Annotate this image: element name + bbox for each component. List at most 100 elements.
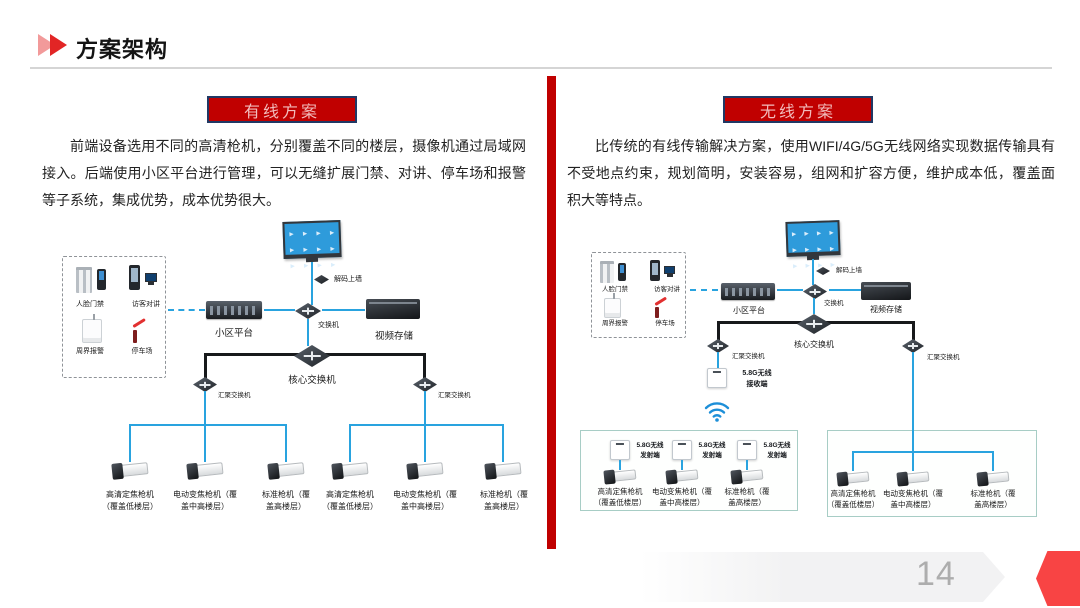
decoder-label: 解码上墙 bbox=[836, 267, 862, 274]
link-line bbox=[311, 262, 313, 305]
intercom-phone-icon bbox=[650, 260, 660, 281]
link-line bbox=[813, 298, 815, 314]
camera-label: 高清定焦枪机（覆盖低楼层） bbox=[322, 490, 378, 511]
core-switch-label: 核心交换机 bbox=[794, 340, 834, 349]
alarm-box-icon bbox=[604, 293, 621, 318]
dashed-link-line bbox=[690, 289, 718, 291]
page-number: 14 bbox=[916, 555, 956, 593]
intercom-label: 访客对讲 bbox=[654, 286, 680, 293]
link-line bbox=[129, 424, 287, 426]
switch-label: 交换机 bbox=[824, 300, 844, 307]
link-line bbox=[912, 321, 915, 340]
core-switch-label: 核心交换机 bbox=[288, 375, 336, 386]
camera-label: 标准枪机（覆盖高楼层） bbox=[480, 490, 528, 511]
wired-section-banner: 有线方案 bbox=[207, 96, 357, 123]
parking-barrier-icon bbox=[652, 299, 668, 318]
camera-label: 高清定焦枪机（覆盖低楼层） bbox=[102, 490, 158, 511]
agg-switch-label: 汇聚交换机 bbox=[927, 354, 960, 361]
turnstile-icon bbox=[76, 267, 92, 293]
transmitter-label: 5.8G无线发射端 bbox=[636, 442, 664, 459]
wireless-receiver-icon bbox=[707, 368, 727, 388]
wireless-description: 比传统的有线传输解决方案，使用WIFI/4G/5G无线网络实现数据传输具有不受地… bbox=[567, 138, 1055, 208]
face-terminal-icon bbox=[618, 263, 626, 281]
intercom-label: 访客对讲 bbox=[132, 301, 160, 308]
agg-switch-label: 汇聚交换机 bbox=[438, 392, 471, 399]
face-terminal-icon bbox=[97, 269, 106, 290]
frontend-devices-box bbox=[62, 256, 166, 378]
decoder-label: 解码上墙 bbox=[334, 276, 362, 283]
alarm-label: 周界报警 bbox=[602, 320, 628, 327]
intercom-phone-icon bbox=[129, 265, 140, 290]
video-wall-icon bbox=[785, 220, 841, 261]
header-arrow-icon bbox=[50, 34, 67, 56]
link-line bbox=[852, 451, 994, 453]
agg-switch-label: 汇聚交换机 bbox=[732, 353, 765, 360]
transmitter-label: 5.8G无线发射端 bbox=[763, 442, 791, 459]
wireless-transmitter-icon bbox=[737, 440, 757, 460]
link-line bbox=[912, 352, 914, 471]
header-divider bbox=[30, 67, 1052, 69]
link-line bbox=[307, 319, 309, 346]
wireless-transmitter-icon bbox=[610, 440, 630, 460]
agg-switch-label: 汇聚交换机 bbox=[218, 392, 251, 399]
wifi-icon bbox=[703, 399, 731, 422]
link-line bbox=[681, 460, 683, 470]
face-gate-label: 人脸门禁 bbox=[76, 301, 104, 308]
intercom-monitor-icon bbox=[664, 266, 675, 274]
agg-switch-icon bbox=[193, 377, 217, 392]
parking-barrier-icon bbox=[130, 321, 148, 343]
footer-band bbox=[640, 552, 1005, 602]
decoder-icon bbox=[816, 267, 830, 275]
core-switch-icon bbox=[797, 314, 831, 334]
link-line bbox=[746, 460, 748, 470]
camera-label: 电动变焦枪机（覆盖中高楼层） bbox=[652, 487, 712, 507]
receiver-label: 5.8G无线接收端 bbox=[742, 370, 772, 388]
link-line bbox=[204, 391, 206, 462]
platform-label: 小区平台 bbox=[214, 328, 253, 339]
intercom-monitor-icon bbox=[145, 273, 157, 282]
camera-label: 标准枪机（覆盖高楼层） bbox=[970, 489, 1016, 509]
link-line bbox=[424, 391, 426, 462]
link-line bbox=[829, 289, 861, 291]
link-line bbox=[322, 309, 365, 311]
dashed-link-line bbox=[168, 309, 205, 311]
camera-label: 高清定焦枪机（覆盖低楼层） bbox=[826, 489, 880, 509]
camera-label: 标准枪机（覆盖高楼层） bbox=[262, 490, 310, 511]
agg-switch-icon bbox=[707, 339, 729, 353]
link-line bbox=[423, 353, 426, 378]
switch-label: 交换机 bbox=[318, 322, 339, 329]
camera-label: 电动变焦枪机（覆盖中高楼层） bbox=[173, 490, 237, 511]
link-line bbox=[852, 451, 854, 471]
link-line bbox=[717, 352, 719, 368]
camera-label: 电动变焦枪机（覆盖中高楼层） bbox=[883, 489, 943, 509]
link-line bbox=[812, 259, 814, 285]
parking-label: 停车场 bbox=[655, 320, 675, 327]
frontend-devices-box bbox=[591, 252, 686, 338]
link-line bbox=[349, 424, 504, 426]
alarm-label: 周界报警 bbox=[76, 348, 104, 355]
wireless-transmitter-icon bbox=[672, 440, 692, 460]
wireless-section-banner: 无线方案 bbox=[723, 96, 873, 123]
link-line bbox=[777, 289, 803, 291]
link-line bbox=[264, 309, 295, 311]
camera-label: 高清定焦枪机（覆盖低楼层） bbox=[593, 487, 647, 507]
face-gate-label: 人脸门禁 bbox=[602, 286, 628, 293]
camera-label: 电动变焦枪机（覆盖中高楼层） bbox=[393, 490, 457, 511]
decoder-icon bbox=[314, 275, 329, 284]
link-line bbox=[502, 424, 504, 462]
center-divider bbox=[547, 76, 556, 549]
platform-server-icon bbox=[721, 283, 775, 300]
link-line bbox=[204, 353, 207, 378]
camera-label: 标准枪机（覆盖高楼层） bbox=[724, 487, 770, 507]
alarm-box-icon bbox=[82, 314, 102, 343]
core-switch-icon bbox=[294, 345, 330, 367]
page-title: 方案架构 bbox=[76, 37, 169, 62]
platform-server-icon bbox=[206, 301, 262, 319]
storage-icon bbox=[366, 299, 420, 319]
switch-icon bbox=[803, 284, 827, 299]
link-line bbox=[619, 460, 621, 470]
agg-switch-icon bbox=[902, 339, 924, 353]
link-line bbox=[129, 424, 131, 462]
